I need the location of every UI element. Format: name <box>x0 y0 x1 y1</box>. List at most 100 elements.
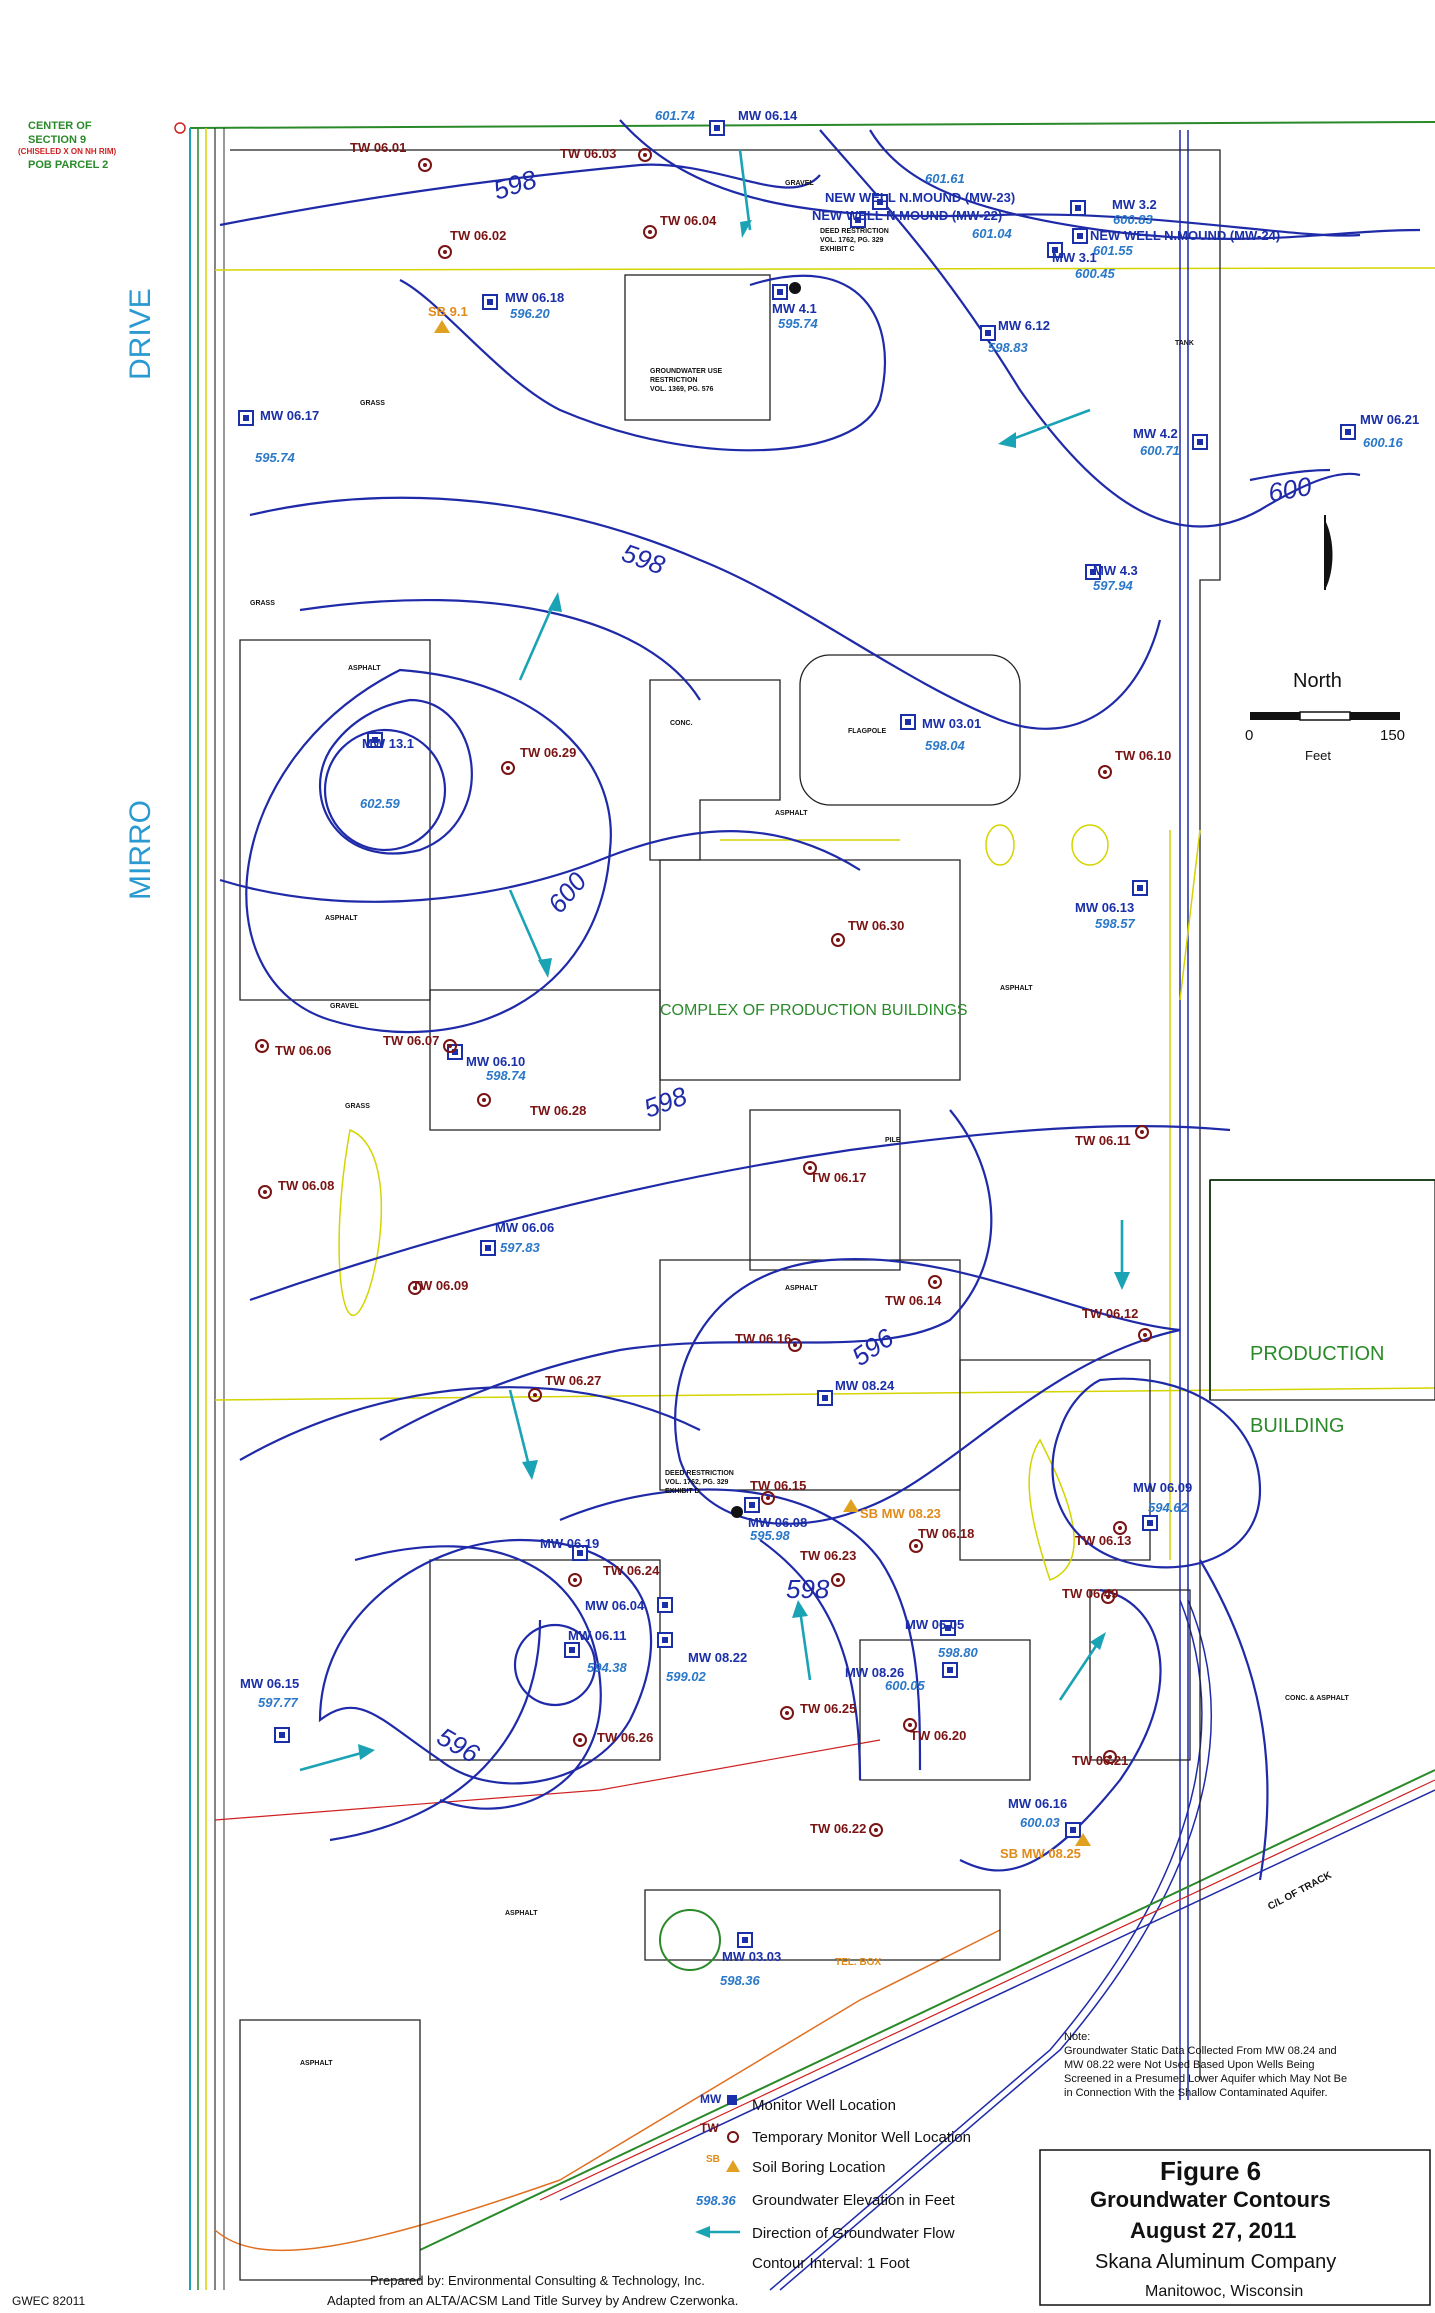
monitor-well-label: MW 08.24 <box>835 1378 895 1393</box>
temp-well: TW 06.16 <box>735 1331 802 1352</box>
temp-well-icon <box>761 1491 775 1505</box>
temp-well-label: TW 06.06 <box>275 1043 331 1058</box>
temp-well-label: TW 06.23 <box>800 1548 856 1563</box>
groundwater-elevation: 596.20 <box>510 306 551 321</box>
corner-note: POB PARCEL 2 <box>28 159 108 171</box>
groundwater-elevation: 597.83 <box>500 1240 541 1255</box>
temp-well-icon <box>1138 1328 1152 1342</box>
soil-borings: SB 9.1 SB MW 08.23 SB MW 08.25 <box>428 304 1091 1861</box>
monitor-well-label: MW 08.22 <box>688 1650 747 1665</box>
temp-well: TW 06.11 <box>1075 1125 1149 1148</box>
corner-note: (CHISELED X ON NH RIM) <box>18 147 117 156</box>
monitor-well-label: MW 06.05 <box>905 1617 964 1632</box>
temp-well-label: TW 06.22 <box>810 1821 866 1836</box>
groundwater-elevation: 600.03 <box>1020 1815 1061 1830</box>
corner-note: CENTER OF <box>28 120 92 132</box>
groundwater-elevation: 600.71 <box>1140 443 1180 458</box>
monitor-well: MW 08.24 <box>817 1378 895 1406</box>
groundwater-elevation: 598.04 <box>925 738 966 753</box>
temp-well-icon <box>1103 1750 1117 1764</box>
temp-well-label: TW 06.11 <box>1075 1133 1131 1148</box>
area-label: GRAVEL <box>330 1003 359 1010</box>
temp-well-label: TW 06.20 <box>910 1728 966 1743</box>
temp-well-icon <box>869 1823 883 1837</box>
groundwater-elevation: 600.16 <box>1363 435 1404 450</box>
temp-well: TW 06.28 <box>477 1093 586 1118</box>
temp-well: TW 06.29 <box>501 745 576 775</box>
monitor-well-label: MW 06.04 <box>585 1598 645 1613</box>
temp-well: TW 06.30 <box>831 918 904 947</box>
street-labels: DRIVE MIRRO CENTER OF SECTION 9 (CHISELE… <box>18 120 186 900</box>
groundwater-elevation: 601.04 <box>972 226 1013 241</box>
figure-subtitle: Groundwater Contours <box>1090 2187 1331 2212</box>
contour-label: 600 <box>542 866 593 919</box>
figure-location: Manitowoc, Wisconsin <box>1145 2283 1303 2300</box>
monitor-well: MW 06.04 <box>585 1597 673 1613</box>
svg-text:Screened in a Presumed Lower A: Screened in a Presumed Lower Aquifer whi… <box>1064 2073 1347 2085</box>
temp-well-label: TW 06.49 <box>1062 1586 1118 1601</box>
figure-number: Figure 6 <box>1160 2156 1261 2186</box>
monitor-well-label: MW 4.2 <box>1133 426 1178 441</box>
temp-well-icon <box>477 1093 491 1107</box>
temp-well: TW 06.07 <box>383 1033 457 1053</box>
temp-well-label: TW 06.04 <box>660 213 717 228</box>
monitor-well-label: MW 3.2 <box>1112 197 1157 212</box>
temp-well-label: TW 06.29 <box>520 745 576 760</box>
temp-well: TW 06.02 <box>438 228 506 259</box>
temp-well-icon <box>568 1573 582 1587</box>
monitor-well: NEW WELL N.MOUND (MW-22)601.04 <box>812 208 1013 241</box>
flow-arrow-icon <box>299 1744 375 1772</box>
temp-well-icon <box>443 1039 457 1053</box>
groundwater-elevation: 597.77 <box>258 1695 299 1710</box>
temp-well: TW 06.18 <box>909 1526 974 1553</box>
monitor-well-label: MW 06.18 <box>505 290 564 305</box>
temp-well: TW 06.26 <box>573 1730 653 1747</box>
area-label: PILE <box>885 1137 901 1144</box>
monitor-well-label: MW 06.10 <box>466 1054 525 1069</box>
groundwater-elevation: 599.02 <box>666 1669 707 1684</box>
temp-well: TW 06.04 <box>643 213 717 239</box>
area-label: CONC. & ASPHALT <box>1285 1695 1350 1702</box>
groundwater-elevation: 595.74 <box>778 316 819 331</box>
restriction-text: VOL. 1369, PG. 576 <box>650 386 714 393</box>
legend-mw-tag: MW <box>700 2092 722 2106</box>
figure-date: August 27, 2011 <box>1130 2218 1296 2243</box>
area-labels: GRASS GRASS GRASS GRAVEL GRAVEL ASPHALT … <box>250 180 1384 2067</box>
temp-well-icon <box>780 1706 794 1720</box>
area-label: ASPHALT <box>1000 985 1033 992</box>
soil-boring-label: SB MW 08.25 <box>1000 1846 1081 1861</box>
temp-well-label: TW 06.15 <box>750 1478 806 1493</box>
temp-well-label: TW 06.24 <box>603 1563 660 1578</box>
area-label: ASPHALT <box>785 1285 818 1292</box>
svg-text:Adapted from an ALTA/ACSM Land: Adapted from an ALTA/ACSM Land Title Sur… <box>327 2293 738 2308</box>
temp-well-label: TW 06.25 <box>800 1701 856 1716</box>
groundwater-elevation: 597.94 <box>1093 578 1134 593</box>
contour-label: 598 <box>786 1574 830 1604</box>
temp-well: TW 06.09 <box>408 1278 468 1295</box>
restriction-text: DEED RESTRICTION <box>820 228 889 235</box>
restriction-text: VOL. 1762, PG. 329 <box>665 1479 729 1486</box>
temp-well: TW 06.22 <box>810 1821 883 1837</box>
soil-boring-label: SB 9.1 <box>428 304 468 319</box>
monitor-well-label: MW 06.16 <box>1008 1796 1067 1811</box>
restrictions: GROUNDWATER USE RESTRICTION VOL. 1369, P… <box>650 228 889 1518</box>
monitor-well: MW 06.19 <box>540 1536 599 1561</box>
temp-well-label: TW 06.08 <box>278 1178 334 1193</box>
temp-well-label: TW 06.28 <box>530 1103 586 1118</box>
area-label: TANK <box>1175 340 1194 347</box>
north-arrow: North 0 150 Feet <box>1245 515 1405 763</box>
groundwater-contours <box>219 119 1421 1881</box>
groundwater-elevation: 595.74 <box>255 450 296 465</box>
